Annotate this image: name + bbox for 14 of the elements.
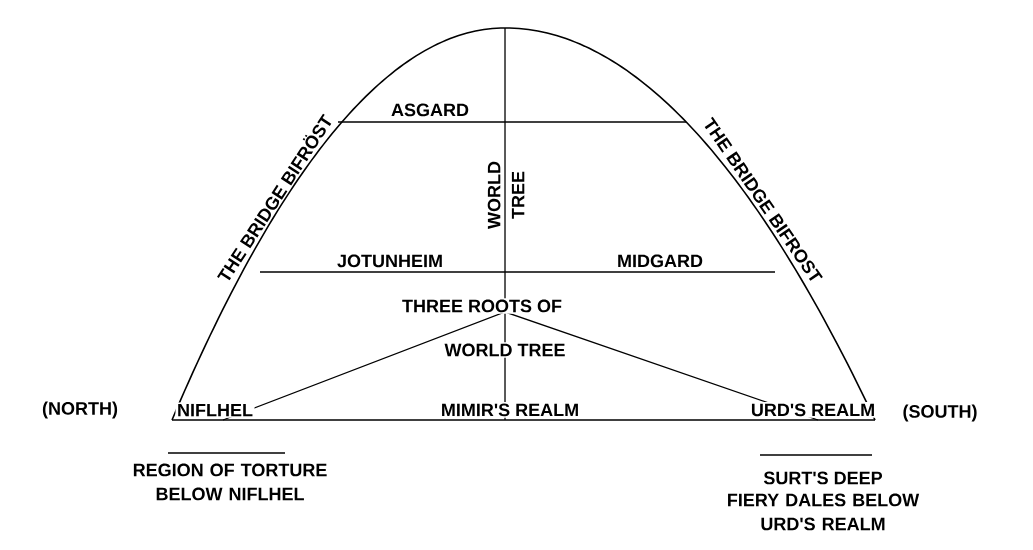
realm-label: MIDGARD	[618, 254, 703, 268]
realm-label: URD'S REALM	[749, 402, 877, 418]
tree-label: WORLD TREE	[487, 161, 525, 229]
direction-label: (SOUTH)	[903, 404, 977, 422]
direction-label: (NORTH)	[42, 401, 118, 419]
roots-label: THREE ROOTS OF	[400, 298, 564, 314]
roots-label: WORLD TREE	[443, 342, 567, 358]
realm-label: ASGARD	[391, 103, 469, 117]
realm-label: JOTUNHEIM	[337, 254, 442, 268]
region-label: REGION OF TORTURE BELOW NIFLHEL	[133, 463, 327, 501]
realm-label: NIFLHEL	[175, 402, 255, 418]
region-label: SURT'S DEEP	[763, 471, 882, 485]
realm-label: MIMIR'S REALM	[439, 402, 581, 418]
region-label: FIERY DALES BELOW URD'S REALM	[728, 493, 920, 531]
